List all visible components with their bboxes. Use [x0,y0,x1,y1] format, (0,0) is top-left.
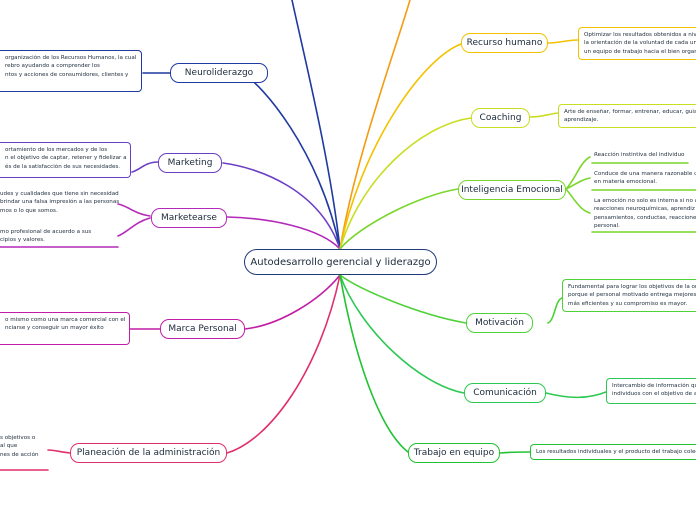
note-marca-personal: o mismo como una marca comercial con el … [0,312,130,345]
edge-note-comunicacion [545,391,607,399]
edge-note-recurso [547,39,579,44]
edge-coaching [339,117,472,250]
edge-note-motivacion [547,297,563,324]
edge-recurso-humano [339,43,462,250]
edge-note-trabajo [499,451,531,454]
node-trabajo-en-equipo[interactable]: Trabajo en equipo [408,443,500,463]
node-marketearse[interactable]: Marketearse [151,208,227,228]
edge-marketearse [226,216,341,250]
note-ie-a: Reacción instintiva del individuo [594,152,685,158]
central-topic[interactable]: Autodesarrollo gerencial y liderazgo [244,249,437,275]
edge-note-marketearse-b [117,217,151,237]
note-trabajo-en-equipo: Los resultados individuales y el product… [530,444,696,460]
note-recurso-humano: Optimizar los resultados obtenidos a niv… [578,27,696,60]
note-motivacion: Fundamental para lograr los objetivos de… [562,279,696,312]
edge-note-ie-b [565,177,591,190]
note-neuroliderazgo: organización de los Recursos Humanos, la… [0,50,142,92]
node-marketing[interactable]: Marketing [158,153,222,173]
note-planeacion: s objetivos o al que nes de acción [0,435,39,458]
note-coaching: Arte de enseñar, formar, entrenar, educa… [558,104,696,128]
note-ie-c: La emoción no solo es interna si no q re… [594,198,696,230]
node-marca-personal[interactable]: Marca Personal [160,319,245,339]
node-coaching[interactable]: Coaching [471,108,530,128]
edge-inteligencia [339,188,459,250]
edge-note-planeacion [47,449,71,454]
note-marketing: ortamiento de los mercados y de los n el… [0,142,131,178]
edge-motivacion [339,274,467,324]
edge-note-coaching [529,112,561,118]
edge-marca-personal [244,274,341,330]
edge-note-marketearse-a [117,203,151,217]
edge-comunicacion [339,274,465,394]
note-ie-b: Conduce de una manera razonable c en mat… [594,171,696,186]
note-marketearse-a: udes y cualidades que tiene sin necesida… [0,191,120,214]
edge-note-ie-c [565,188,591,214]
edge-top-blue [291,0,341,250]
node-comunicacion[interactable]: Comunicación [464,383,546,403]
node-motivacion[interactable]: Motivación [466,313,533,333]
edge-planeacion [226,274,341,454]
node-recurso-humano[interactable]: Recurso humano [461,33,548,53]
note-comunicacion: Intercambio de información qu individuos… [606,378,696,404]
edge-marketing [222,162,341,250]
edge-top-orange [339,0,411,250]
node-planeacion[interactable]: Planeación de la administración [70,443,227,463]
node-neuroliderazgo[interactable]: Neuroliderazgo [170,63,268,83]
edge-note-ie-a [565,156,591,190]
edge-neuroliderazgo [242,73,341,250]
node-inteligencia-emocional[interactable]: Inteligencia Emocional [458,180,566,200]
edge-trabajo [339,274,409,453]
note-marketearse-b: mo profesional de acuerdo a sus cipios y… [0,229,92,244]
edge-note-marketing [131,161,159,173]
